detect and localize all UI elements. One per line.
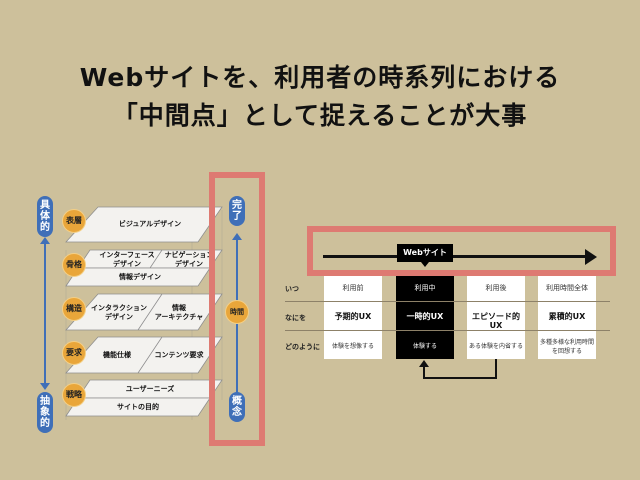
time-arrow-up-icon: [232, 233, 242, 240]
column-whole-usage: 利用時間全体 累積的UX 多種多様な利用時間 を回想する: [538, 272, 596, 359]
timeline-line: [323, 255, 587, 258]
column-during-use: 利用中 一時的UX 体験する: [396, 272, 454, 359]
cell-when: 利用後: [485, 284, 507, 292]
text-functional-spec: 機能仕様: [103, 351, 131, 359]
cell-what: 一時的UX: [406, 312, 444, 321]
text-visual-design: ビジュアルデザイン: [118, 220, 182, 228]
plane-skeleton-lower: [65, 267, 211, 287]
cell-how: 体験する: [412, 343, 437, 350]
badge-strategy: 戦略: [62, 383, 86, 407]
cell-what: 累積的UX: [548, 312, 586, 321]
cell-how: 体験を想像する: [331, 343, 374, 350]
badge-time: 時間: [225, 300, 249, 324]
time-axis-concept-text: 概念: [232, 396, 242, 418]
time-axis-complete-text: 完了: [232, 200, 242, 222]
text-content-requirements: コンテンツ要求: [154, 351, 204, 359]
row-label-what: なにを: [285, 314, 306, 322]
axis-abstract-text: 抽象的: [40, 396, 50, 429]
cell-what: エピソード的UX: [472, 312, 520, 330]
badge-surface: 表層: [62, 209, 86, 233]
arrow-up-icon: [40, 237, 50, 244]
time-highlight-frame: [209, 172, 265, 446]
timeline-arrow-icon: [585, 249, 597, 265]
text-user-needs: ユーザーニーズ: [125, 385, 175, 393]
text-navigation-design: ナビゲーション デザイン: [164, 251, 214, 268]
text-interaction-design: インタラクション デザイン: [91, 304, 147, 321]
cell-when: 利用中: [414, 284, 436, 292]
time-axis-concept-label: 概念: [229, 392, 245, 422]
text-site-objectives: サイトの目的: [117, 403, 159, 411]
timeline-label: Webサイト: [397, 244, 453, 262]
badge-structure: 構造: [62, 297, 86, 321]
cell-when: 利用時間全体: [546, 284, 588, 292]
headline-line-2: 「中間点」として捉えることが大事: [112, 101, 528, 130]
headline-line-1: Webサイトを、利用者の時系列における: [79, 63, 561, 92]
badge-skeleton: 骨格: [62, 253, 86, 277]
column-after-use: 利用後 エピソード的UX ある体験を内省する: [467, 272, 525, 359]
badge-scope: 要求: [62, 341, 86, 365]
row-label-how: どのように: [285, 343, 320, 351]
text-interface-design: インターフェース デザイン: [99, 251, 155, 268]
axis-concrete-text: 具体的: [40, 200, 50, 233]
axis-abstract-label: 抽象的: [37, 392, 53, 433]
row-divider: [285, 330, 610, 331]
row-label-when: いつ: [285, 285, 299, 293]
cell-how: ある体験を内省する: [468, 343, 523, 350]
cell-when: 利用前: [342, 284, 364, 292]
row-divider: [285, 301, 610, 302]
timeline-pointer-icon: [421, 262, 429, 267]
axis-concrete-label: 具体的: [37, 196, 53, 237]
text-information-architecture: 情報 アーキテクチャ: [154, 304, 204, 321]
website-highlight-frame: [307, 226, 616, 276]
axis-line: [44, 243, 46, 383]
text-information-design: 情報デザイン: [119, 273, 161, 281]
column-before-use: 利用前 予期的UX 体験を想像する: [324, 272, 382, 359]
cell-what: 予期的UX: [334, 312, 372, 321]
cell-how: 多種多様な利用時間 を回想する: [539, 339, 594, 355]
plane-strategy-lower: [65, 397, 211, 417]
time-axis-complete-label: 完了: [229, 196, 245, 226]
arrow-down-icon: [40, 383, 50, 390]
